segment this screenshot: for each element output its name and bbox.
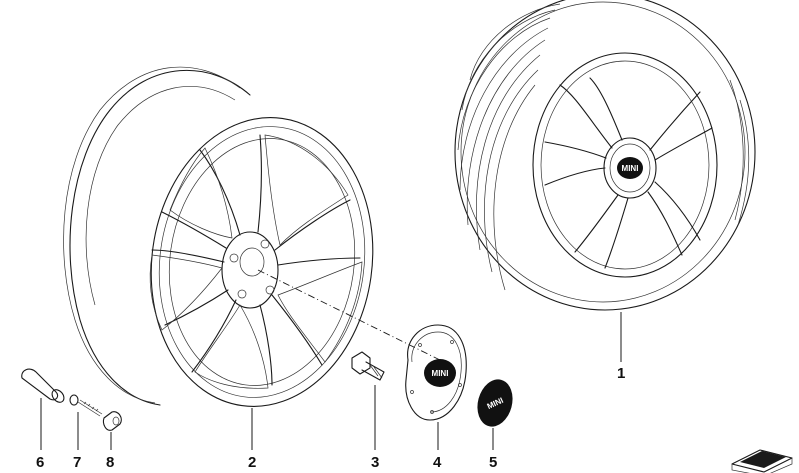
hub-cap: MINI <box>405 324 467 450</box>
valve-insert <box>69 394 103 450</box>
callout-3: 3 <box>371 454 380 471</box>
complete-wheel-with-tyre: MINI <box>454 0 756 362</box>
assembly-axis-line <box>257 269 441 361</box>
callout-6: 6 <box>36 454 45 471</box>
callout-4: 4 <box>433 454 442 471</box>
callout-7: 7 <box>73 454 82 471</box>
alloy-rim <box>63 66 374 450</box>
wheel-bolt <box>351 351 385 450</box>
emblem: MINI <box>477 379 513 450</box>
tyre-valve <box>21 368 65 450</box>
callout-8: 8 <box>106 454 115 471</box>
callout-5: 5 <box>489 454 498 471</box>
callout-1: 1 <box>617 365 626 382</box>
callout-2: 2 <box>248 454 257 471</box>
kit-box-icon <box>731 449 793 473</box>
complete-wheel-badge-text: MINI <box>622 164 639 173</box>
valve-cap <box>102 411 122 450</box>
hub-cap-badge-text: MINI <box>432 369 449 378</box>
